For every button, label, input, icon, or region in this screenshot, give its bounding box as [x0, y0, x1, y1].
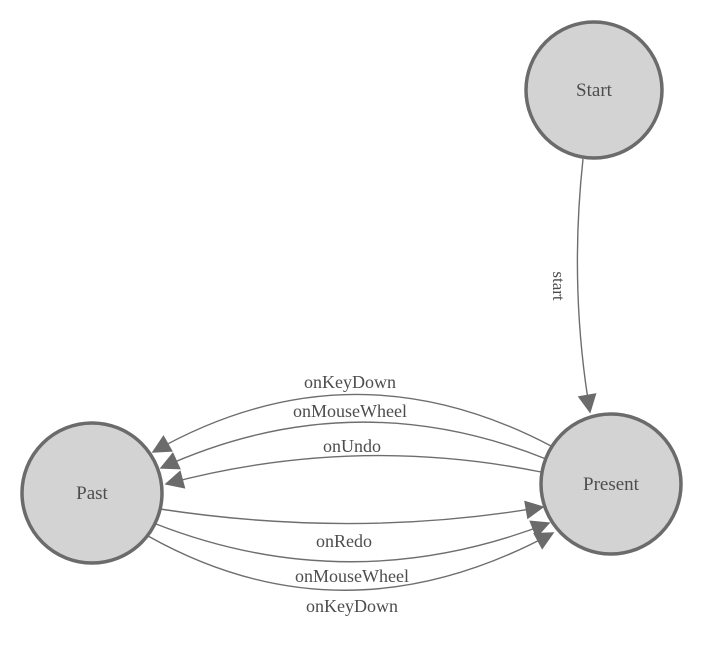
edge-label-onRedo: onRedo — [316, 531, 372, 551]
edge-past-to-present-onMouseWheel — [155, 520, 551, 563]
edge-present-to-past-onUndo — [164, 454, 542, 489]
edge-label-onKeyDown: onKeyDown — [304, 372, 396, 392]
edge-label-onUndo: onUndo — [323, 436, 381, 456]
state-node-circle-past — [20, 421, 164, 565]
edge-present-to-past-onMouseWheel — [159, 421, 547, 470]
edge-label-start: start — [549, 271, 568, 301]
edge-label-onKeyDown: onKeyDown — [306, 596, 398, 616]
state-node-label-present: Present — [583, 474, 640, 495]
edge-label-onMouseWheel: onMouseWheel — [295, 566, 409, 586]
state-node-label-start: Start — [576, 80, 613, 101]
state-node-circle-present — [539, 412, 683, 556]
state-node-past: Past — [20, 421, 164, 565]
edge-past-to-present-onKeyDown — [147, 532, 555, 591]
state-node-present: Present — [539, 412, 683, 556]
edge-label-onMouseWheel: onMouseWheel — [293, 401, 407, 421]
edge-start-to-present-start — [576, 158, 597, 414]
edge-present-to-past-onKeyDown — [151, 393, 552, 453]
edge-past-to-present-onRedo — [159, 500, 545, 525]
state-node-start: Start — [524, 20, 664, 160]
state-node-circle-start — [524, 20, 664, 160]
state-node-label-past: Past — [76, 483, 108, 504]
